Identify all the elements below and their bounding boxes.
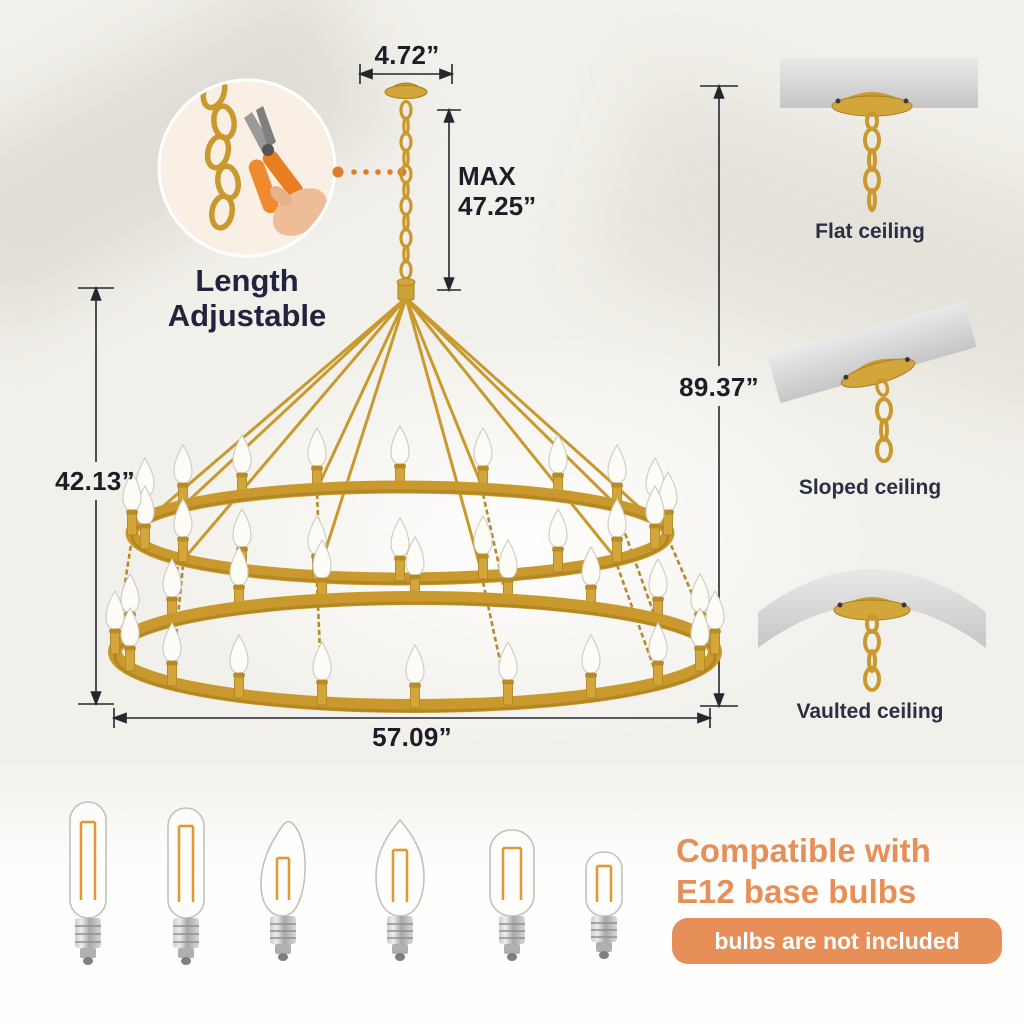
bulb-t22-mini-icon (585, 851, 623, 959)
canopy-width-label: 4.72” (374, 40, 440, 70)
total-height-label: 89.37” (679, 372, 759, 402)
bulb-t22-tubular-icon (489, 829, 535, 961)
chandelier (105, 82, 725, 713)
length-adjustable-line1: Length (195, 263, 299, 298)
e12-bulb-gallery (69, 801, 623, 965)
max-chain-label-line2: 47.25” (458, 190, 537, 221)
dimension-lines (78, 64, 738, 728)
vaulted-ceiling-figure (758, 569, 986, 692)
support-rods (131, 296, 670, 578)
length-adjustable-caption: Length Adjustable (122, 263, 372, 333)
max-chain-label: MAX 47.25” (458, 161, 537, 222)
bulb-torpedo-candelabra-icon (375, 818, 425, 961)
sloped-ceiling-figure (767, 300, 977, 463)
vaulted-ceiling-label: Vaulted ceiling (796, 700, 944, 723)
length-adjustable-inset (157, 78, 337, 258)
compatibility-heading-line1: Compatible with (676, 832, 931, 869)
hub (396, 278, 416, 301)
fixture-height-label: 42.13” (55, 466, 135, 496)
hanging-chain (399, 99, 413, 281)
flat-ceiling-label: Flat ceiling (815, 220, 925, 243)
compatibility-heading-line2: E12 base bulbs (676, 873, 917, 911)
sloped-ceiling-label: Sloped ceiling (798, 476, 942, 499)
length-adjustable-line2: Adjustable (167, 297, 327, 333)
compatibility-heading: Compatible with E12 base bulbs (676, 830, 1006, 913)
diameter-label: 57.09” (372, 722, 452, 752)
max-chain-label-line1: MAX (458, 161, 516, 191)
bulb-flame-tip-icon (260, 820, 306, 961)
bulbs-not-included-badge: bulbs are not included (672, 918, 1002, 964)
canopy (384, 82, 428, 99)
bulb-t6-tubular-icon (69, 801, 107, 965)
dotted-pointer (332, 166, 407, 178)
bulb-t6-tubular-icon (167, 807, 205, 965)
flat-ceiling-figure (780, 58, 978, 212)
